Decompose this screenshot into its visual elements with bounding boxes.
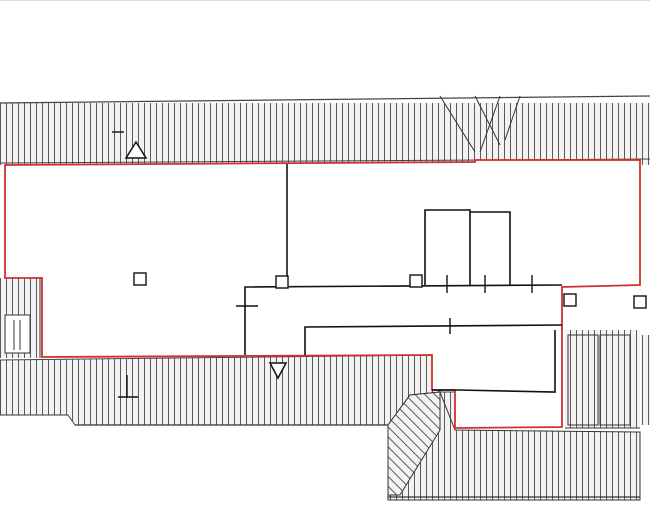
roof-top-band xyxy=(0,95,650,165)
square-column-icon xyxy=(633,295,647,309)
roof-right-stair xyxy=(565,330,640,429)
roof-bottom-band xyxy=(0,354,456,431)
columns xyxy=(133,272,647,309)
roof-bottom-right-wing xyxy=(387,391,641,501)
building-outline xyxy=(4,159,641,429)
triangle-up-icon xyxy=(112,131,148,159)
left-door xyxy=(4,314,31,354)
roof-right-edge xyxy=(641,335,650,425)
arrow-marker-icon xyxy=(118,375,138,398)
square-column-icon xyxy=(409,274,423,288)
top-border xyxy=(0,0,650,1)
square-column-icon xyxy=(563,293,577,307)
triangle-down-icon xyxy=(268,362,288,380)
dimension-ticks xyxy=(236,275,533,334)
square-column-icon xyxy=(275,275,289,289)
interior-walls xyxy=(244,164,563,393)
square-column-icon xyxy=(133,272,147,286)
